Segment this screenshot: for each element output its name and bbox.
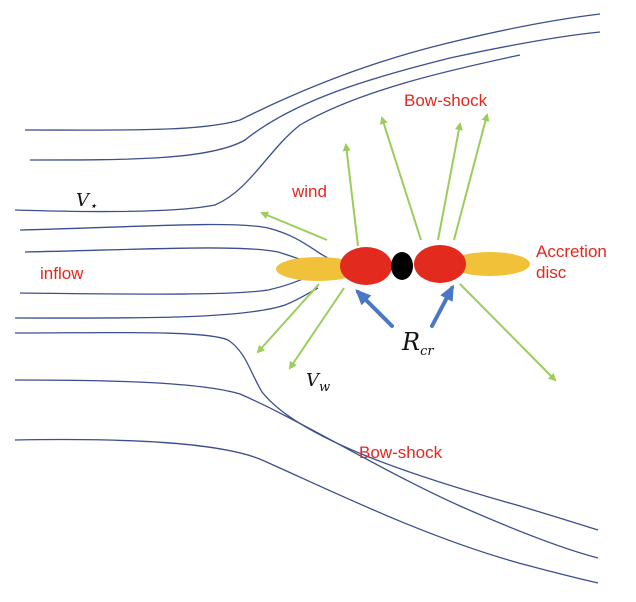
pointer-arrow-left <box>355 289 394 328</box>
v-w-symbol: V <box>306 370 321 391</box>
bow-shock-label-bottom: Bow-shock <box>359 443 443 462</box>
streamline-top-3 <box>14 54 521 213</box>
inflow-label: inflow <box>40 264 84 283</box>
streamline-deflect-4 <box>14 287 319 319</box>
wind-arrow <box>453 113 490 241</box>
compact-object <box>391 252 413 280</box>
streamline-bottom-3 <box>14 438 599 584</box>
wind-arrow <box>288 287 345 370</box>
accretion-disc <box>276 245 530 285</box>
wind-arrow <box>260 211 328 241</box>
rcr-pointer-arrows <box>355 284 454 328</box>
r-cr-subscript: cr <box>420 344 434 359</box>
wind-arrow <box>437 122 463 241</box>
v-w-subscript: w <box>319 380 330 395</box>
wind-arrow <box>459 283 557 382</box>
v-star-symbol: V <box>76 190 91 211</box>
accretion-label-line1: Accretion <box>536 242 607 261</box>
streamline-top-1 <box>24 13 601 131</box>
v-star-subscript: ⋆ <box>89 199 97 214</box>
lobe-left <box>340 247 392 285</box>
lobe-right <box>414 245 466 283</box>
wind-arrow <box>380 116 422 241</box>
pointer-arrow-right <box>430 284 454 328</box>
v-star-label: V⋆ <box>76 190 97 214</box>
streamline-top-2 <box>29 31 601 161</box>
wind-arrow <box>342 143 359 247</box>
accretion-label-line2: disc <box>536 263 567 282</box>
disc-left <box>276 257 360 281</box>
r-cr-symbol: R <box>401 328 420 356</box>
streamline-deflect-1 <box>19 223 329 259</box>
streamline-bottom-1 <box>14 331 599 531</box>
streamlines <box>14 13 601 584</box>
streamline-bottom-2 <box>14 379 599 559</box>
streamline-deflect-3 <box>19 275 311 295</box>
wind-arrows <box>256 113 557 382</box>
bow-shock-label-top: Bow-shock <box>404 91 488 110</box>
wind-arrow <box>256 283 320 354</box>
r-cr-label: Rcr <box>401 328 434 359</box>
wind-label: wind <box>291 182 327 201</box>
v-w-label: Vw <box>306 370 330 395</box>
disc-right <box>450 252 530 276</box>
